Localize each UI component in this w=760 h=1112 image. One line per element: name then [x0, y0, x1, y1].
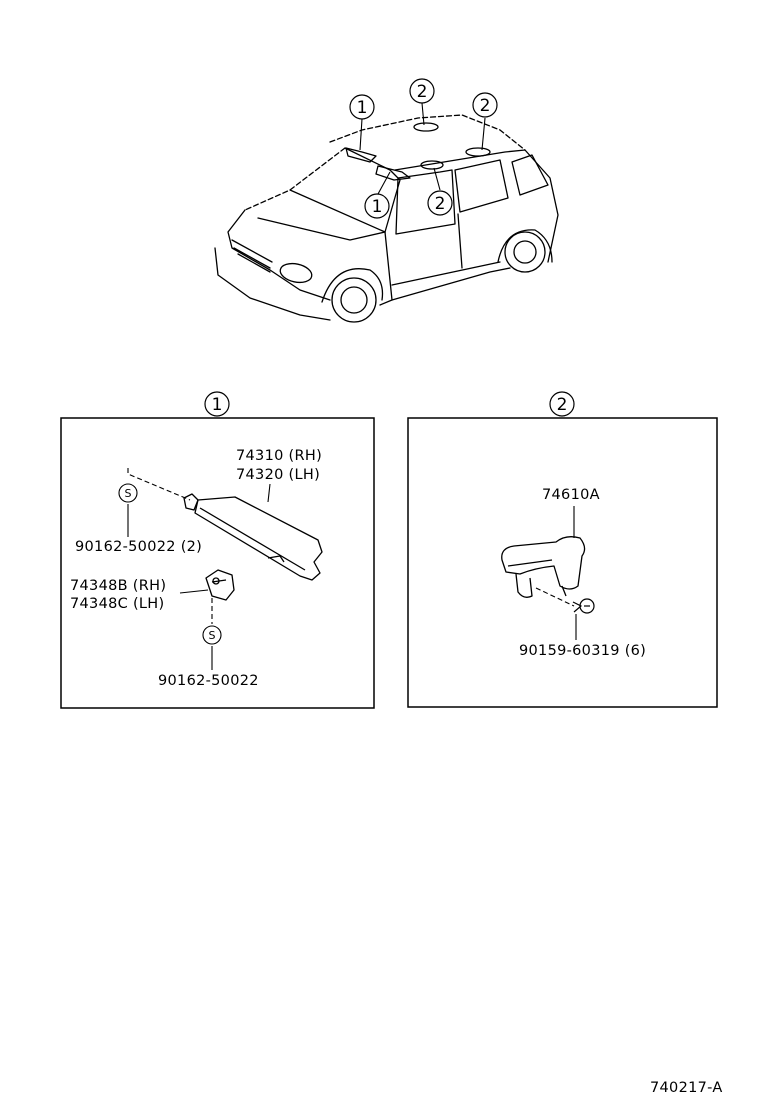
overview-callout-2a: 2 — [409, 78, 435, 104]
screw-upper-part-label: 90162-50022 (2) — [75, 539, 202, 555]
grip-part-label: 74610A — [542, 487, 600, 503]
panel-2-marker: 2 — [549, 391, 575, 417]
screw-lower-part-label: 90162-50022 — [158, 673, 259, 689]
panel-1-number: 1 — [212, 395, 223, 415]
overview-callout-1b: 1 — [364, 193, 390, 219]
grip-screw-illustration — [572, 598, 595, 614]
overview-callout-2c: 2 — [427, 190, 453, 216]
callout-number: 2 — [417, 82, 428, 102]
assist-grip-illustration — [501, 536, 586, 598]
overview-callout-1a: 1 — [349, 94, 375, 120]
callout-number: 1 — [357, 98, 368, 118]
panel-2-number: 2 — [557, 395, 568, 415]
callout-number: 2 — [435, 194, 446, 214]
screw-symbol-upper: S — [118, 483, 138, 503]
vehicle-illustration — [214, 114, 559, 323]
figure-code: 740217-A — [650, 1080, 723, 1096]
panel-1-frame — [60, 417, 375, 709]
visor-part-rh-label: 74310 (RH) — [236, 448, 322, 464]
grip-screw-part-label: 90159-60319 (6) — [519, 643, 646, 659]
screw-symbol-letter: S — [125, 487, 132, 500]
panel-1-leader-lines — [127, 468, 271, 670]
callout-number: 1 — [372, 197, 383, 217]
panel-2-frame — [407, 417, 718, 708]
screw-symbol-lower: S — [202, 625, 222, 645]
visor-holder-illustration — [205, 569, 235, 601]
callout-number: 2 — [480, 96, 491, 116]
screw-symbol-letter: S — [209, 629, 216, 642]
overview-callout-2b: 2 — [472, 92, 498, 118]
overview-leader-lines — [359, 102, 486, 195]
holder-part-lh-label: 74348C (LH) — [70, 596, 164, 612]
visor-part-lh-label: 74320 (LH) — [236, 467, 320, 483]
panel-1-marker: 1 — [204, 391, 230, 417]
sun-visor-illustration — [183, 493, 323, 581]
holder-part-rh-label: 74348B (RH) — [70, 578, 166, 594]
panel-2-leader-lines — [535, 506, 577, 640]
